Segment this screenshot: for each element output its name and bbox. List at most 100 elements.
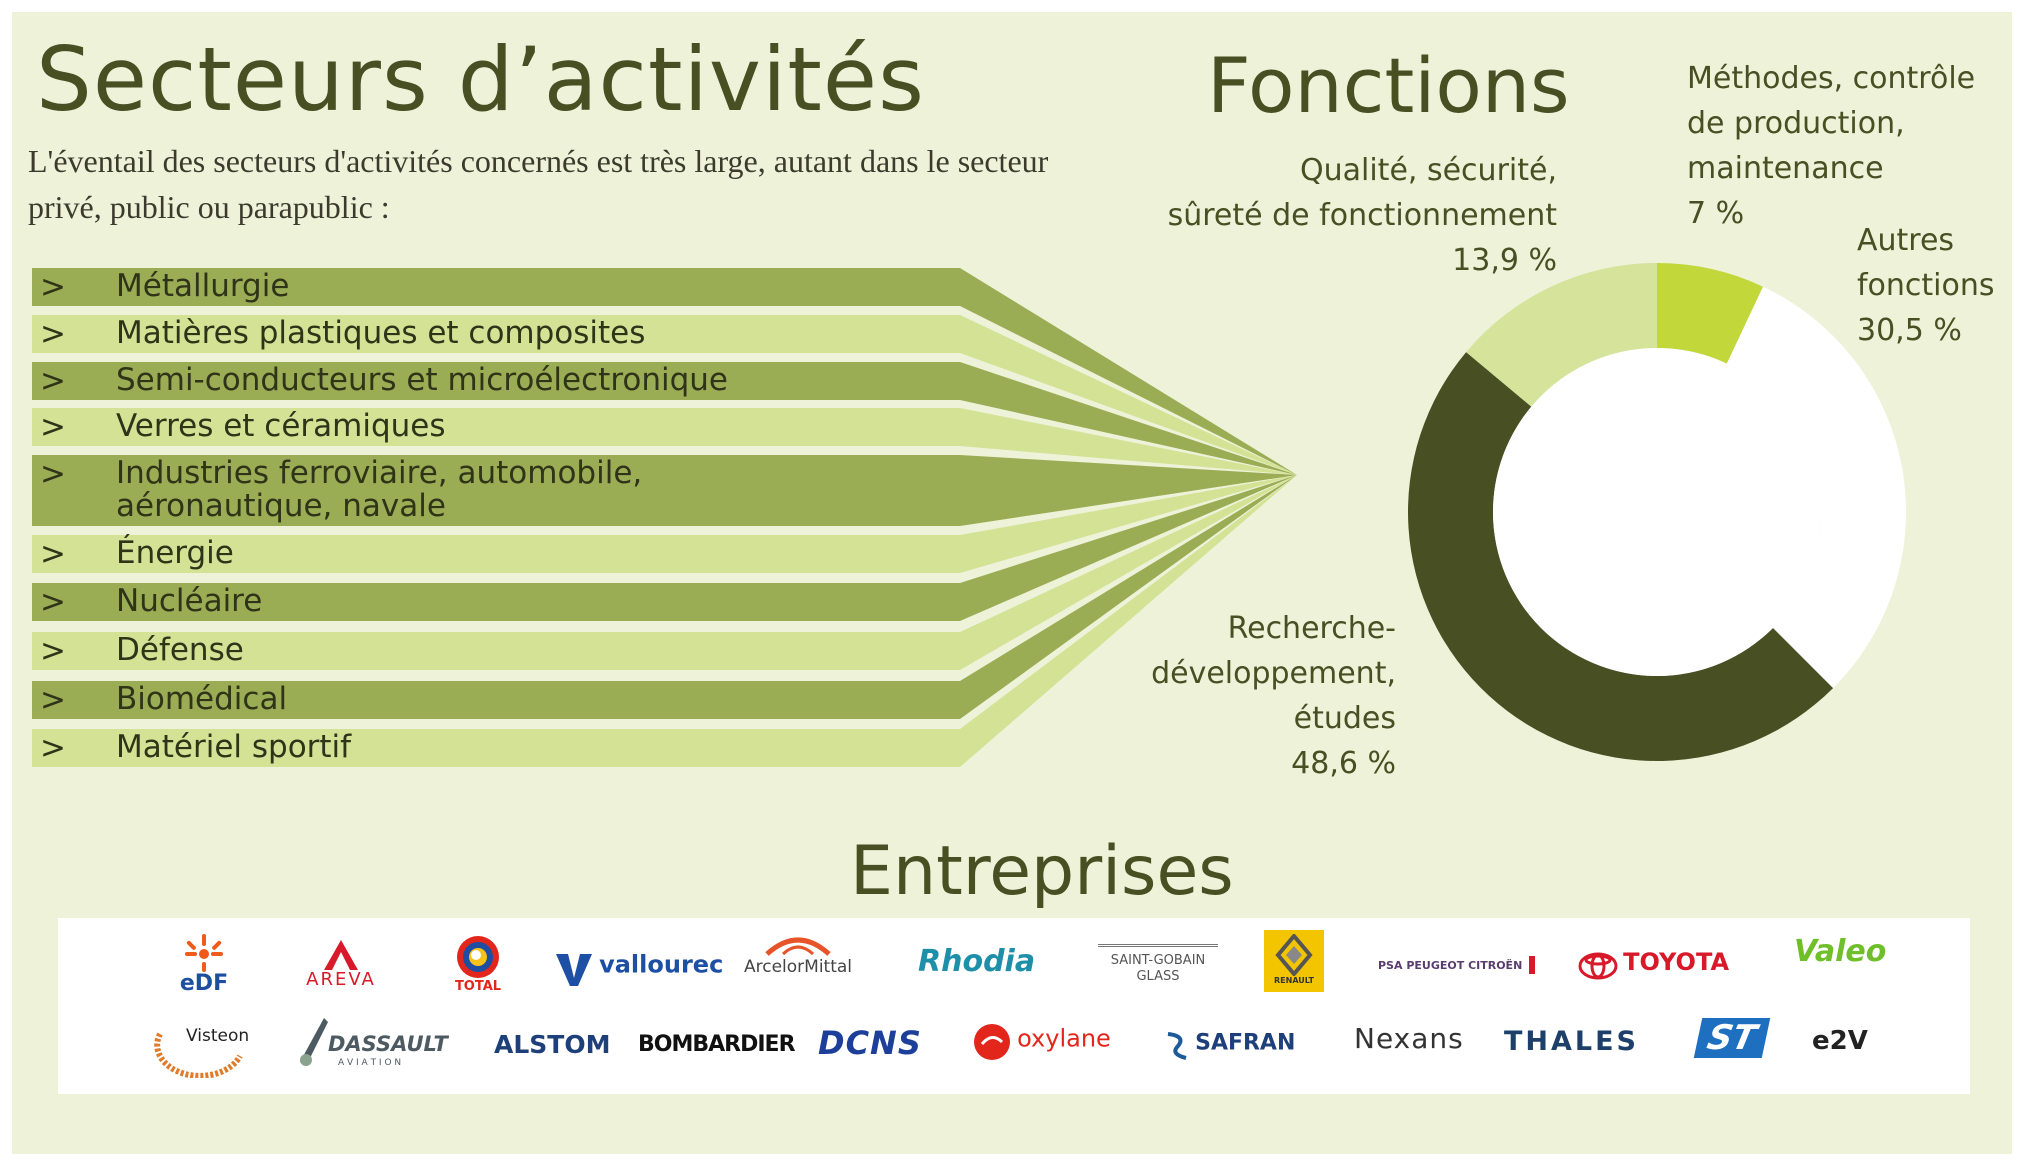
saint-gobain-text: SAINT-GOBAIN xyxy=(1098,944,1218,969)
sector-fan-wedge xyxy=(960,475,1297,621)
safran-text: SAFRAN xyxy=(1195,1030,1296,1056)
sector-label: Semi-conducteurs et microélectronique xyxy=(116,362,729,398)
sector-item: >Métallurgie xyxy=(32,268,289,306)
bombardier-text: BOMBARDIER xyxy=(638,1032,796,1057)
sector-label: Défense xyxy=(116,632,244,668)
thales-logo: THALES xyxy=(1504,1026,1639,1057)
total-text: TOTAL xyxy=(454,979,502,994)
sectors-fan-bands xyxy=(32,268,1297,767)
dassault-wing-icon xyxy=(300,1018,328,1066)
oxylane-text: oxylane xyxy=(1017,1024,1111,1053)
saint-gobain-glass-text: GLASS xyxy=(1136,969,1180,984)
sector-item: >Verres et céramiques xyxy=(32,408,446,446)
toyota-logo: TOYOTA xyxy=(1578,948,1729,980)
nexans-text: Nexans xyxy=(1354,1022,1464,1055)
sector-label: Métallurgie xyxy=(116,268,290,304)
sector-fan-wedge xyxy=(960,475,1297,573)
bullet-arrow-icon: > xyxy=(40,456,66,492)
sector-label: Matières plastiques et composites xyxy=(116,315,646,351)
psa-text: PSA PEUGEOT CITROËN xyxy=(1378,959,1523,972)
function-label-quality-text: Qualité, sécurité, sûreté de fonctionnem… xyxy=(1167,153,1557,233)
visteon-ring-icon xyxy=(154,1032,243,1079)
function-value-methods: 7 % xyxy=(1687,196,1745,231)
dassault-text: DASSAULT xyxy=(328,1032,448,1056)
function-label-methods-text: Méthodes, contrôle de production, mainte… xyxy=(1687,61,1976,186)
sector-fan-wedge xyxy=(960,475,1297,719)
rhodia-text: Rhodia xyxy=(918,944,1036,979)
valeo-logo: Valeo xyxy=(1794,934,1886,969)
sector-fan-wedge xyxy=(960,268,1297,475)
rhodia-logo: Rhodia xyxy=(918,944,1035,979)
st-logo: ST xyxy=(1693,1018,1770,1058)
sector-fan-wedge xyxy=(960,475,1297,670)
company-logos-panel: eDF AREVA TOTAL vallourec ArcelorMittal … xyxy=(58,918,1970,1094)
sector-label: Matériel sportif xyxy=(116,729,352,765)
sectors-heading: Secteurs d’activités xyxy=(36,28,925,131)
infographic-page: Secteurs d’activités L'éventail des sect… xyxy=(12,12,2012,1154)
safran-logo: SAFRAN xyxy=(1164,1028,1295,1062)
visteon-logo: Visteon xyxy=(146,1014,249,1079)
bullet-arrow-icon: > xyxy=(40,316,66,352)
sector-fan-wedge xyxy=(960,475,1297,767)
thales-text: THALES xyxy=(1504,1026,1640,1057)
bullet-arrow-icon: > xyxy=(40,584,66,620)
sector-item: >Défense xyxy=(32,632,244,670)
sector-fan-wedge xyxy=(960,362,1297,475)
function-label-methods: Méthodes, contrôle de production, mainte… xyxy=(1687,56,1975,236)
areva-logo: AREVA xyxy=(298,940,384,990)
renault-logo: RENAULT xyxy=(1264,930,1324,992)
sector-item: >Matériel sportif xyxy=(32,729,351,767)
sector-item: > Nucléaire xyxy=(32,583,262,621)
bullet-arrow-icon: > xyxy=(40,682,66,718)
companies-heading: Entreprises xyxy=(850,832,1234,911)
sector-band xyxy=(32,729,960,767)
donut-slice-4 xyxy=(1466,263,1657,407)
vallourec-logo: vallourec xyxy=(554,948,723,988)
total-swirl-icon xyxy=(457,936,499,978)
sector-label: Biomédical xyxy=(116,681,288,717)
renault-diamond-icon xyxy=(1275,932,1313,978)
sector-band xyxy=(32,583,960,621)
areva-a-icon xyxy=(324,940,358,970)
edf-text: eDF xyxy=(179,971,229,996)
donut-slice-2 xyxy=(1726,286,1906,689)
function-label-quality: Qualité, sécurité, sûreté de fonctionnem… xyxy=(1168,148,1557,283)
sector-band xyxy=(32,315,960,353)
sector-band xyxy=(32,455,960,526)
valeo-text: Valeo xyxy=(1794,934,1887,969)
toyota-emblem-icon xyxy=(1578,952,1618,979)
donut-slice-3 xyxy=(1408,352,1834,761)
areva-text: AREVA xyxy=(306,969,376,990)
sector-band xyxy=(32,362,960,400)
sector-band xyxy=(32,408,960,446)
alstom-logo: ALSTOM xyxy=(494,1030,610,1059)
e2v-text: e2V xyxy=(1812,1026,1868,1056)
sector-fan-wedge xyxy=(960,408,1297,475)
edf-sun-icon xyxy=(185,934,223,972)
e2v-logo: e2V xyxy=(1812,1026,1868,1056)
dassault-aviation-text: A V I A T I O N xyxy=(338,1058,402,1068)
vallourec-v-icon xyxy=(556,954,592,986)
renault-text: RENAULT xyxy=(1274,976,1314,985)
safran-swoosh-icon xyxy=(1167,1032,1187,1060)
arcelormittal-arc-icon xyxy=(765,937,831,956)
sector-fan-wedge xyxy=(960,315,1297,475)
sector-band xyxy=(32,632,960,670)
sector-band xyxy=(32,681,960,719)
sector-fan-wedge xyxy=(960,455,1297,526)
sector-item: >Énergie xyxy=(32,535,234,573)
toyota-text: TOYOTA xyxy=(1623,948,1730,976)
dassault-logo: DASSAULT A V I A T I O N xyxy=(294,1016,448,1070)
sector-label: Industries ferroviaire, automobile, aéro… xyxy=(116,455,643,524)
bombardier-logo: BOMBARDIER xyxy=(638,1032,796,1057)
sector-label: Nucléaire xyxy=(116,583,263,619)
arcelormittal-logo: ArcelorMittal xyxy=(738,932,858,978)
total-logo: TOTAL xyxy=(446,934,510,994)
arcelormittal-text: ArcelorMittal xyxy=(743,957,853,977)
function-value-rnd: 48,6 % xyxy=(1291,746,1396,781)
saint-gobain-logo: SAINT-GOBAIN GLASS xyxy=(1098,944,1218,985)
bullet-arrow-icon: > xyxy=(40,363,66,399)
dcns-text: DCNS xyxy=(818,1024,922,1062)
function-value-others: 30,5 % xyxy=(1857,313,1962,348)
sector-item: > Matières plastiques et composites xyxy=(32,315,645,353)
